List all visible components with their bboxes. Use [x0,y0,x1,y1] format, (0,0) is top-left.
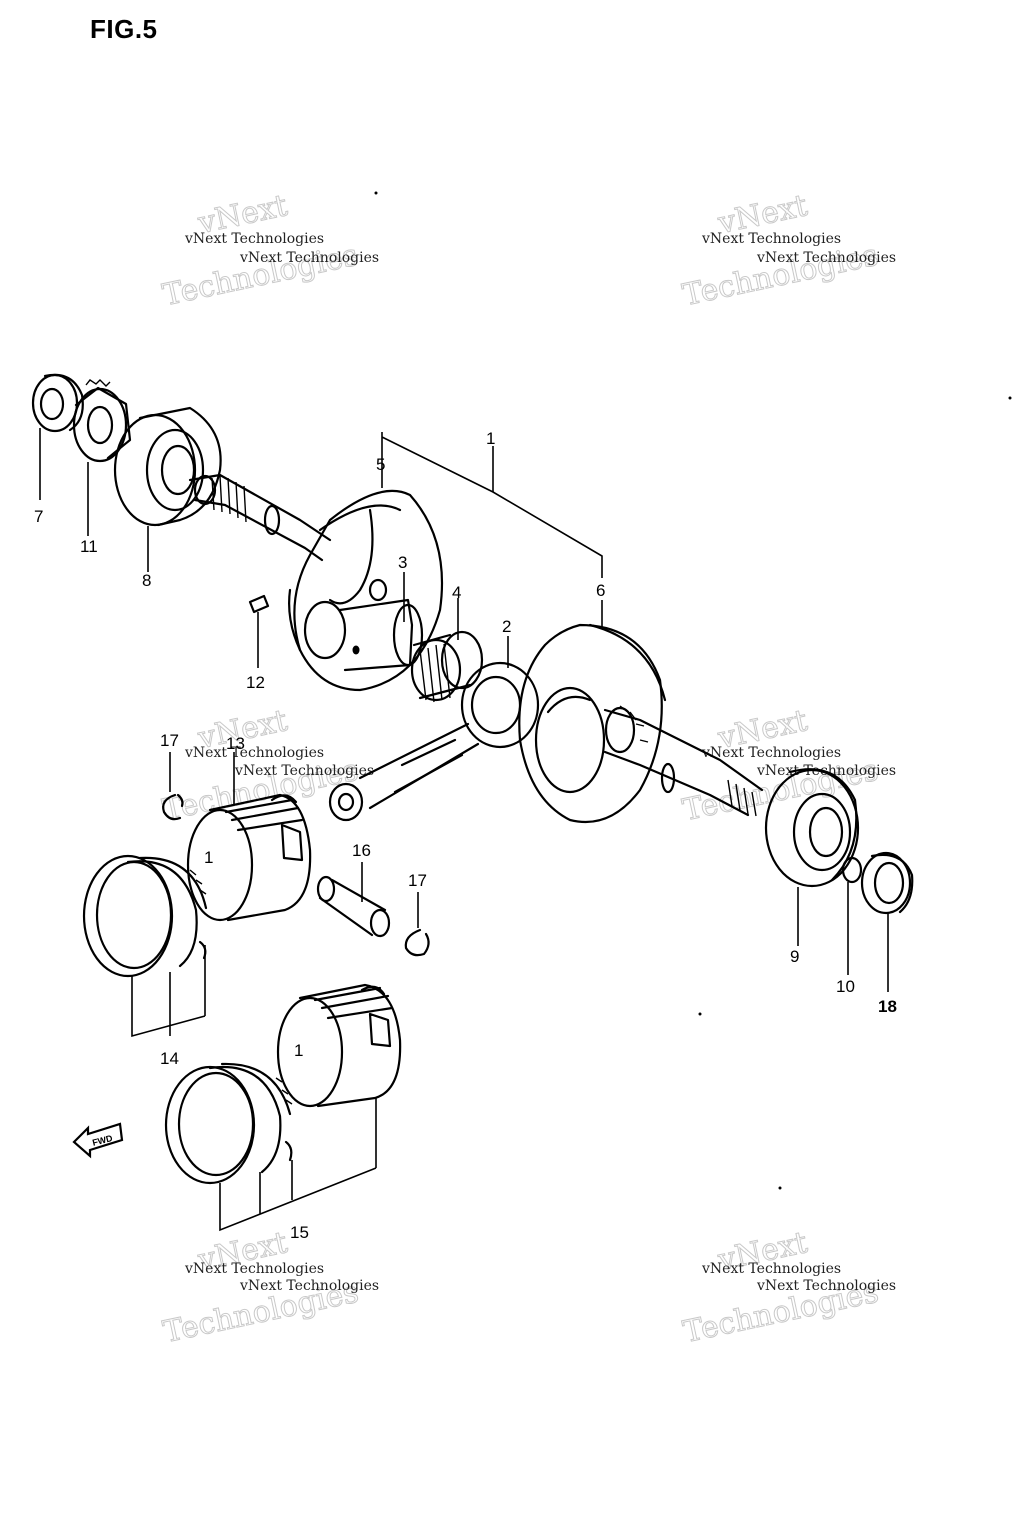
part-11-spacer [72,379,132,536]
part-12-key [248,594,270,668]
svg-text:vNext Technologies: vNext Technologies [756,1278,896,1294]
part-13-piston-upper: 1 [186,752,312,922]
callout-9: 9 [790,947,799,966]
part-2-connecting-rod [328,636,540,822]
part-16-piston-pin [316,862,391,938]
left-crankshaft-shaft [188,473,332,562]
part-14-piston-rings-upper [82,854,208,1038]
watermark-middle-right: vNext Technologies vNext Technologies vN… [679,703,896,829]
svg-text:vNext Technologies: vNext Technologies [184,1261,324,1277]
callout-6: 6 [596,581,605,600]
callout-1: 1 [486,429,495,448]
callout-5: 5 [376,455,385,474]
callout-7: 7 [34,507,43,526]
watermark-bottom-right: vNext Technologies vNext Technologies vN… [680,1225,896,1351]
part-3-crank-pin [338,572,424,672]
svg-text:vNext Technologies: vNext Technologies [701,1261,841,1277]
watermark-top-left: vNext Technologies vNext Technologies vN… [159,188,379,314]
part-6-right-crank-web [518,600,667,824]
callout-17-right: 17 [408,871,427,890]
callout-12: 12 [246,673,265,692]
callout-labels: 1 5 6 3 4 2 7 11 8 12 17 13 16 17 9 10 1… [34,429,897,1242]
callout-10: 10 [836,977,855,996]
svg-text:vNext Technologies: vNext Technologies [234,763,374,779]
part-4-needle-bearing [410,598,484,703]
svg-text:vNext Technologies: vNext Technologies [756,250,896,266]
part-17-piston-pin-clip-right [404,892,430,957]
svg-text:vNext Technologies: vNext Technologies [701,745,841,761]
svg-text:1: 1 [294,1041,303,1060]
svg-text:vNext Technologies: vNext Technologies [701,231,841,247]
callout-16: 16 [352,841,371,860]
forward-arrow-icon: FWD [72,1122,124,1159]
watermark-top-right: vNext Technologies vNext Technologies vN… [679,188,896,314]
callout-11: 11 [80,537,98,556]
part-17-piston-pin-clip-left [162,752,184,821]
figure-title: FIG.5 [90,14,158,44]
svg-text:FWD: FWD [91,1133,114,1148]
part-8-left-bearing [113,406,222,572]
svg-text:vNext Technologies: vNext Technologies [239,1278,379,1294]
svg-text:vNext Technologies: vNext Technologies [239,250,379,266]
part-15-piston-rings-lower [164,1062,377,1232]
part-18-oil-seal [860,851,914,992]
callout-13: 13 [226,734,245,753]
right-crankshaft-shaft [603,705,764,817]
part-1-bracket [381,432,603,578]
callout-18: 18 [878,997,897,1016]
callout-8: 8 [142,571,151,590]
callout-14: 14 [160,1049,179,1068]
callout-17-left: 17 [160,731,179,750]
callout-3: 3 [398,553,407,572]
scan-specks [374,191,1012,1190]
watermark-bottom-left: vNext Technologies vNext Technologies vN… [160,1225,379,1351]
callout-2: 2 [502,617,511,636]
part-10-shim-ring [841,856,863,975]
callout-15: 15 [290,1223,309,1242]
svg-text:vNext Technologies: vNext Technologies [184,231,324,247]
part-15-piston-lower: 1 [276,983,402,1108]
svg-text:1: 1 [204,848,213,867]
svg-text:vNext Technologies: vNext Technologies [184,745,324,761]
part-5-left-crank-web [288,489,444,692]
callout-4: 4 [452,583,461,602]
